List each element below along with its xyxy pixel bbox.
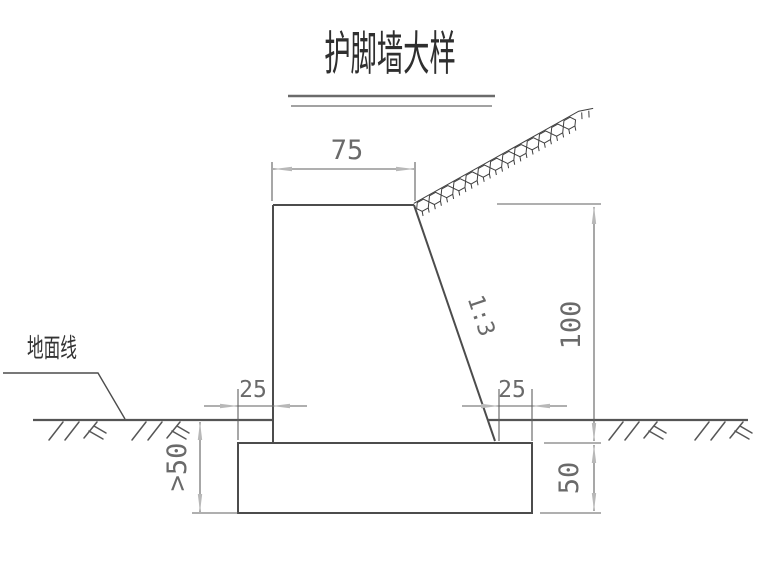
- dimension-75: 75: [271, 135, 416, 201]
- dim-75-text: 75: [331, 135, 364, 166]
- dim-25-left-text: 25: [239, 377, 267, 403]
- wall-outline: [272, 204, 496, 443]
- dim-100-text: 100: [556, 301, 587, 350]
- dim-min50-text: >50: [162, 443, 193, 492]
- title-underline: [288, 94, 495, 107]
- drawing-title: 护脚墙大样: [324, 27, 456, 82]
- ground-line-label: 地面线: [27, 334, 77, 364]
- ground-label-leader: [3, 372, 126, 420]
- dim-50-text: 50: [554, 462, 585, 495]
- ground-hatch: [48, 421, 753, 441]
- dimension-25-right: 25: [462, 377, 567, 441]
- dimension-min-50: >50: [162, 422, 238, 514]
- dim-25-right-text: 25: [498, 377, 526, 403]
- slope-ratio-label: 1:3: [462, 292, 500, 340]
- dimension-100: 100: [497, 203, 601, 441]
- footing-outline: [237, 442, 533, 514]
- dimension-50: 50: [540, 442, 601, 514]
- slope-protection-band: [413, 107, 594, 218]
- dimension-25-left: 25: [204, 377, 307, 440]
